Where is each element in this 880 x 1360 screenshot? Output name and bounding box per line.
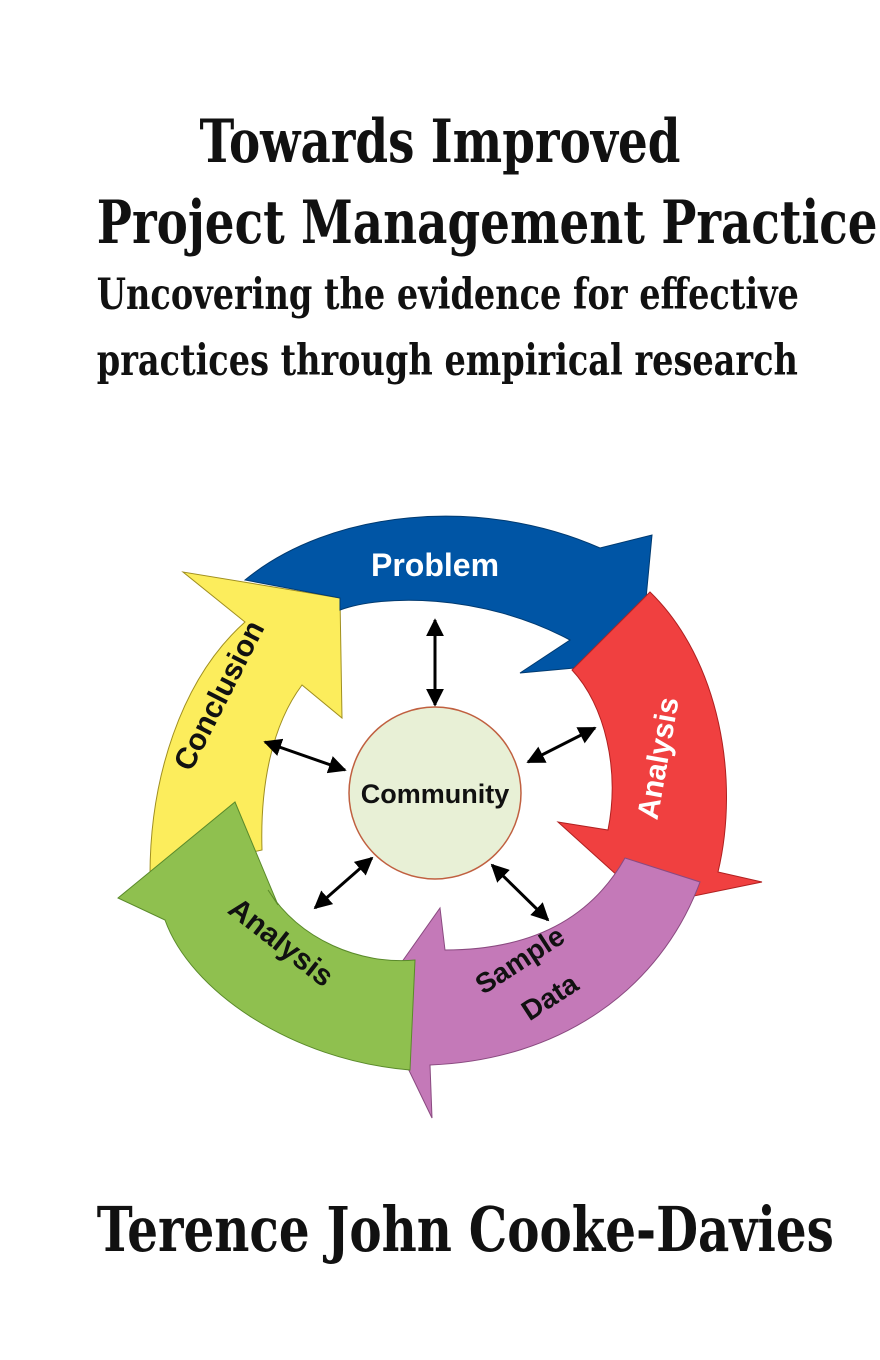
problem-label: Problem <box>371 547 499 583</box>
connector-arrow-left <box>263 738 347 774</box>
connector-arrow-right <box>526 726 597 764</box>
title-line-2: Project Management Practice: <box>96 188 880 258</box>
research-cycle-diagram: Community Problem Analysis Sample Data A… <box>117 515 763 1119</box>
community-circle <box>348 706 522 880</box>
subtitle-line-1: Uncovering the evidence for effective <box>96 270 799 320</box>
author-name: Terence John Cooke-Davies <box>96 1193 834 1266</box>
connector-arrow-lower-right <box>490 863 550 922</box>
title-line-1: Towards Improved <box>199 107 681 177</box>
title-block: Towards Improved Project Management Prac… <box>0 100 880 394</box>
analysis-right-arrow <box>556 591 763 906</box>
problem-arrow <box>243 515 653 674</box>
analysis-left-arrow <box>117 801 416 1071</box>
conclusion-arrow <box>149 571 343 876</box>
community-label: Community <box>361 779 510 809</box>
sample-data-arrow <box>374 857 701 1119</box>
connector-arrow-lower-left <box>313 856 374 910</box>
subtitle-line-2: practices through empirical research <box>96 336 798 386</box>
